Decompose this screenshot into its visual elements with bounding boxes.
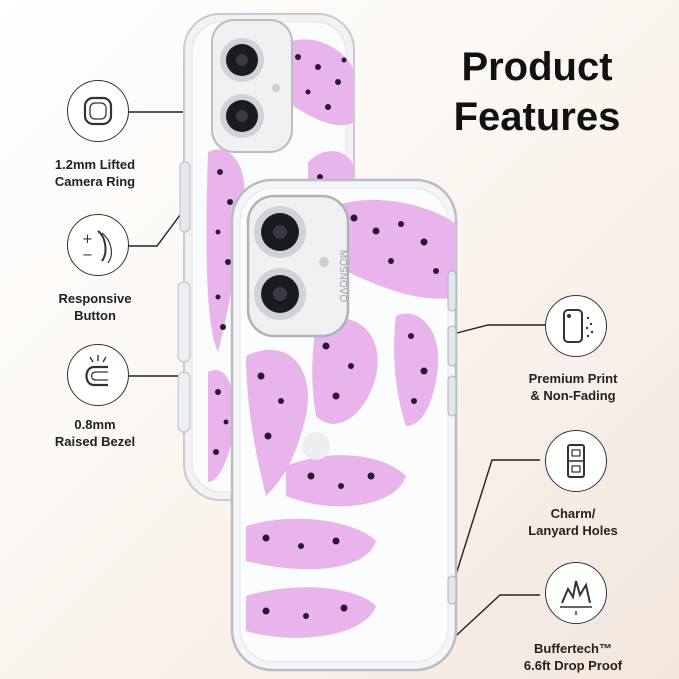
svg-text:−: − xyxy=(82,248,93,263)
leopard-pattern-back xyxy=(206,39,354,482)
lanyard-holes-icon xyxy=(545,430,607,492)
premium-print-icon xyxy=(545,295,607,357)
drop-proof-icon xyxy=(545,562,607,624)
camera-ring-icon xyxy=(67,80,129,142)
phone-case-front: MOSNOVO xyxy=(230,178,458,672)
feature-label-lanyard-holes: Charm/Lanyard Holes xyxy=(528,506,618,538)
brand-mark: MOSNOVO xyxy=(337,250,348,302)
title-line-1: Product xyxy=(461,45,613,89)
svg-text:+: + xyxy=(82,232,93,247)
raised-bezel-icon xyxy=(67,344,129,406)
leopard-pattern-front xyxy=(246,199,456,638)
responsive-button-icon: +− xyxy=(67,214,129,276)
feature-label-premium-print: Premium Print& Non-Fading xyxy=(528,371,618,403)
page-title: Product Features xyxy=(437,42,637,142)
title-line-2: Features xyxy=(453,95,621,139)
